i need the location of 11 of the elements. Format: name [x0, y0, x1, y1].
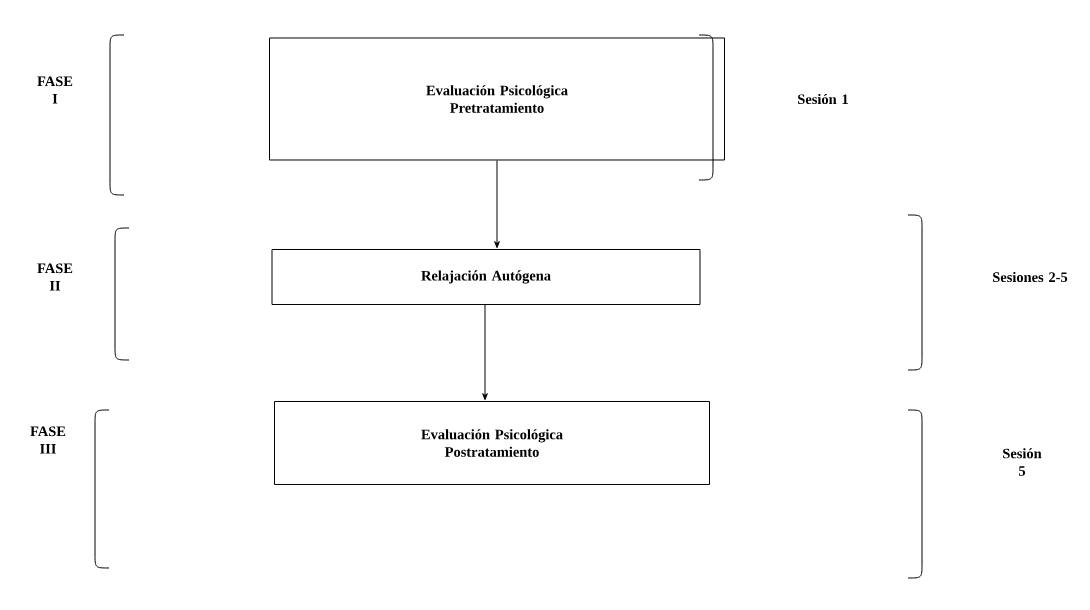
side-label: Sesión 1	[798, 93, 848, 105]
side-label: Sesiones 2-5	[993, 271, 1068, 283]
process-box: Relajación Autógena	[271, 249, 701, 305]
process-box: Evaluación Psicológica Postratamiento	[274, 401, 710, 485]
side-label: Sesión 5	[1003, 448, 1042, 476]
side-label: FASE III	[30, 426, 66, 454]
side-label: FASE II	[37, 263, 73, 291]
arrow	[482, 304, 488, 401]
side-label: FASE I	[37, 76, 73, 104]
arrow	[494, 160, 500, 249]
process-box: Evaluación Psicológica Pretratamiento	[269, 37, 725, 161]
